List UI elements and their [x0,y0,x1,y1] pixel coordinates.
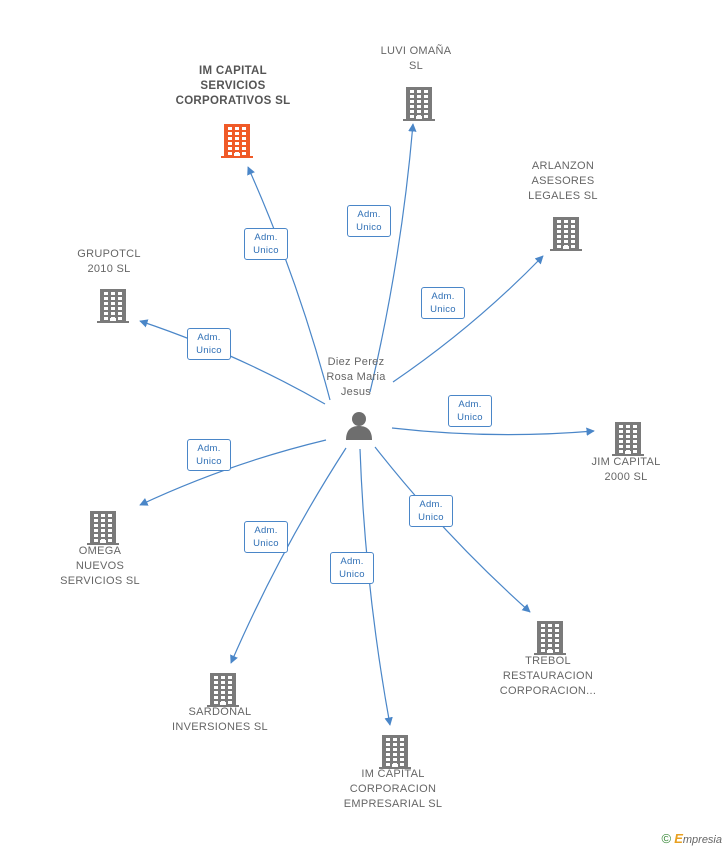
brand-initial: E [674,831,683,846]
company-label-jim-capital[interactable]: JIM CAPITAL 2000 SL [591,455,660,485]
building-icon[interactable] [378,733,412,774]
label-line: IM CAPITAL [361,768,425,780]
label-line: Adm. [458,399,482,410]
label-line: OMEGA [78,545,122,557]
edge-luvi-omana [369,123,417,393]
copyright-symbol: © [661,831,672,846]
label-line: LUVI OMAÑA [380,45,452,57]
company-label-im-capital-servicios[interactable]: IM CAPITAL SERVICIOS CORPORATIVOS SL [176,64,291,109]
company-label-arlanzon[interactable]: ARLANZON ASESORES LEGALES SL [528,159,598,204]
label-line: LEGALES SL [528,190,598,202]
label-line: 2010 SL [87,263,131,275]
label-line: Diez Perez [327,356,385,368]
edge-grupotcl [139,319,326,405]
company-label-sardonal[interactable]: SARDONAL INVERSIONES SL [172,705,268,735]
edge-im-capital-servicios [247,166,331,401]
label-line: Adm. [340,556,364,567]
brand-name: mpresia [682,834,722,846]
building-icon[interactable] [96,287,130,328]
label-line: Adm. [254,525,278,536]
label-line: Adm. [431,291,455,302]
label-line: Unico [196,456,222,467]
relation-box-grupotcl[interactable]: Adm. Unico [187,328,231,360]
edge-sardonal [230,447,347,664]
label-line: 2000 SL [604,471,648,483]
label-line: INVERSIONES SL [172,721,268,733]
building-icon[interactable] [611,420,645,461]
label-line: Adm. [197,443,221,454]
label-line: CORPORATIVOS SL [175,95,291,107]
label-line: Adm. [197,332,221,343]
edge-jim-capital [391,427,595,436]
label-line: TREBOL [525,655,571,667]
relation-box-im-capital-corporacion[interactable]: Adm. Unico [330,552,374,584]
label-line: RESTAURACION [502,670,594,682]
person-icon[interactable] [344,410,374,445]
edge-trebol [374,446,531,613]
building-icon[interactable] [206,671,240,712]
label-line: IM CAPITAL [199,65,267,77]
label-line: Adm. [357,209,381,220]
label-line: ASESORES [531,175,595,187]
edge-im-capital-corporacion [359,448,393,726]
company-label-trebol[interactable]: TREBOL RESTAURACION CORPORACION... [500,654,597,699]
label-line: CORPORACION [349,783,437,795]
label-line: GRUPOTCL [77,248,141,260]
label-line: Adm. [419,499,443,510]
label-line: Unico [457,412,483,423]
label-line: ARLANZON [531,160,595,172]
label-line: SL [408,60,424,72]
edge-arlanzon [392,255,544,383]
relation-box-trebol[interactable]: Adm. Unico [409,495,453,527]
label-line: NUEVOS [75,560,125,572]
label-line: Unico [196,345,222,356]
label-line: Unico [253,245,279,256]
relation-box-im-capital-servicios[interactable]: Adm. Unico [244,228,288,260]
company-label-omega[interactable]: OMEGA NUEVOS SERVICIOS SL [60,544,140,589]
brand-watermark: © Empresia [662,831,722,846]
label-line: SARDONAL [188,706,252,718]
label-line: Rosa Maria [326,371,386,383]
building-icon[interactable] [220,122,254,163]
label-line: Unico [356,222,382,233]
label-line: SERVICIOS SL [60,575,140,587]
label-line: Unico [418,512,444,523]
building-icon[interactable] [86,509,120,550]
label-line: Unico [430,304,456,315]
company-label-grupotcl[interactable]: GRUPOTCL 2010 SL [77,247,141,277]
label-line: Unico [253,538,279,549]
label-line: EMPRESARIAL SL [343,798,443,810]
building-icon[interactable] [402,85,436,126]
company-label-im-capital-corporacion[interactable]: IM CAPITAL CORPORACION EMPRESARIAL SL [344,767,443,812]
company-label-luvi-omana[interactable]: LUVI OMAÑA SL [381,44,452,74]
relation-box-omega[interactable]: Adm. Unico [187,439,231,471]
label-line: CORPORACION... [499,685,597,697]
label-line: Adm. [254,232,278,243]
label-line: Jesus [340,386,372,398]
relation-box-arlanzon[interactable]: Adm. Unico [421,287,465,319]
relation-box-jim-capital[interactable]: Adm. Unico [448,395,492,427]
building-icon[interactable] [549,215,583,256]
building-icon[interactable] [533,619,567,660]
relation-box-sardonal[interactable]: Adm. Unico [244,521,288,553]
relation-box-luvi-omana[interactable]: Adm. Unico [347,205,391,237]
edge-omega [139,439,327,506]
label-line: JIM CAPITAL [591,456,661,468]
label-line: SERVICIOS [200,80,266,92]
label-line: Unico [339,569,365,580]
